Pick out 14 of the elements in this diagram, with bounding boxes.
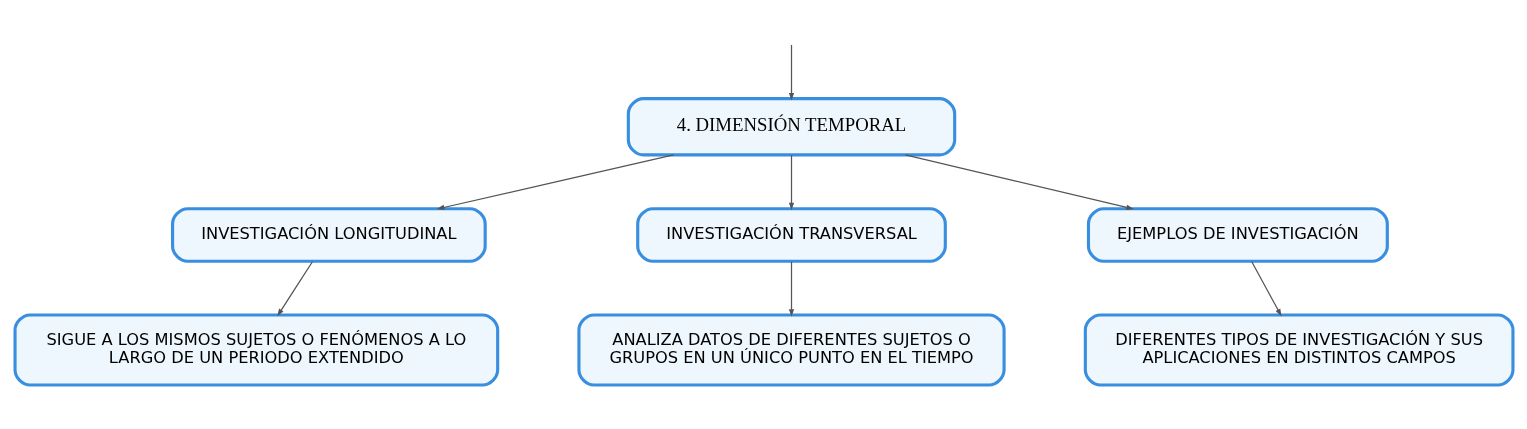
arrow bbox=[788, 261, 794, 317]
node-box: DIFERENTES TIPOS DE INVESTIGACIÓN Y SUS APLICACIONES EN DISTINTOS CAMPOS bbox=[1083, 313, 1515, 387]
node-box: 4. DIMENSIÓN TEMPORAL bbox=[626, 97, 956, 157]
arrow bbox=[1250, 261, 1282, 317]
node-box: EJEMPLOS DE INVESTIGACIÓN bbox=[1086, 207, 1389, 263]
arrow bbox=[436, 154, 674, 210]
node-box: INVESTIGACIÓN LONGITUDINAL bbox=[170, 207, 487, 263]
arrow bbox=[788, 44, 794, 101]
arrow bbox=[276, 261, 313, 317]
node-box: ANALIZA DATOS DE DIFERENTES SUJETOS O GRUPOS EN UN ÚNICO PUNTO EN EL TIEMPO bbox=[576, 313, 1006, 387]
node-box: SIGUE A LOS MISMOS SUJETOS O FENÓMENOS A LO LARGO DE UN PERIODO EXTENDIDO bbox=[12, 313, 499, 387]
arrow bbox=[788, 154, 794, 211]
arrow bbox=[904, 154, 1134, 210]
node-box: INVESTIGACIÓN TRANSVERSAL bbox=[635, 207, 947, 263]
